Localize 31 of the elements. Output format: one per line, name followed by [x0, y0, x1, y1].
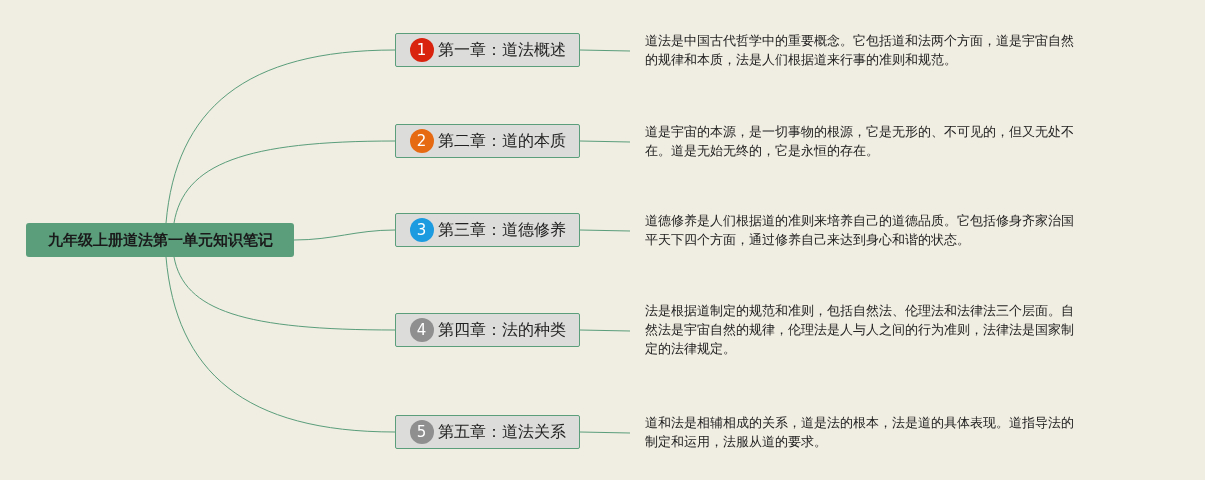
connector-line	[173, 256, 396, 331]
description-text: 法是根据道制定的规范和准则，包括自然法、伦理法和法律法三个层面。自然法是宇宙自然的规律，伦理法是人与人之间的行为准则，法律法是国家制定的法律规定。	[645, 301, 1075, 358]
chapter-topic-box	[395, 415, 580, 449]
connector-line	[579, 329, 631, 332]
connector-line	[173, 140, 396, 224]
chapter-topic-box	[395, 313, 580, 347]
connector-line	[579, 229, 631, 232]
connector-line	[579, 140, 631, 143]
connector-line	[165, 49, 396, 224]
root-topic-box: 九年级上册道法第一单元知识笔记	[26, 223, 294, 257]
connector-line	[293, 229, 396, 241]
number-badge: 4	[409, 318, 434, 342]
description-text: 道法是中国古代哲学中的重要概念。它包括道和法两个方面，道是宇宙自然的规律和本质，法是人们根据道来行事的准则和规范。	[645, 31, 1075, 69]
chapter-topic-box	[395, 33, 580, 67]
chapter-topic-box	[395, 213, 580, 247]
connector-line	[579, 49, 631, 52]
chapter-title: 第三章：道德修养	[437, 219, 566, 241]
chapter-title: 第四章：法的种类	[437, 319, 566, 341]
chapter-topic-box	[395, 124, 580, 158]
connector-line	[579, 431, 631, 434]
chapter-title: 第五章：道法关系	[437, 421, 566, 443]
description-text: 道是宇宙的本源，是一切事物的根源，它是无形的、不可见的，但又无处不在。道是无始无终的，它是永恒的存在。	[645, 122, 1075, 160]
chapter-title: 第一章：道法概述	[437, 39, 566, 61]
number-badge: 3	[409, 218, 434, 242]
connector-line	[165, 256, 396, 433]
description-text: 道德修养是人们根据道的准则来培养自己的道德品质。它包括修身齐家治国平天下四个方面，通过修养自己来达到身心和谐的状态。	[645, 211, 1075, 249]
number-badge: 2	[409, 129, 434, 153]
chapter-title: 第二章：道的本质	[437, 130, 566, 152]
number-badge: 1	[409, 38, 434, 62]
number-badge: 5	[409, 420, 434, 444]
description-text: 道和法是相辅相成的关系，道是法的根本，法是道的具体表现。道指导法的制定和运用，法服从道的要求。	[645, 413, 1075, 451]
